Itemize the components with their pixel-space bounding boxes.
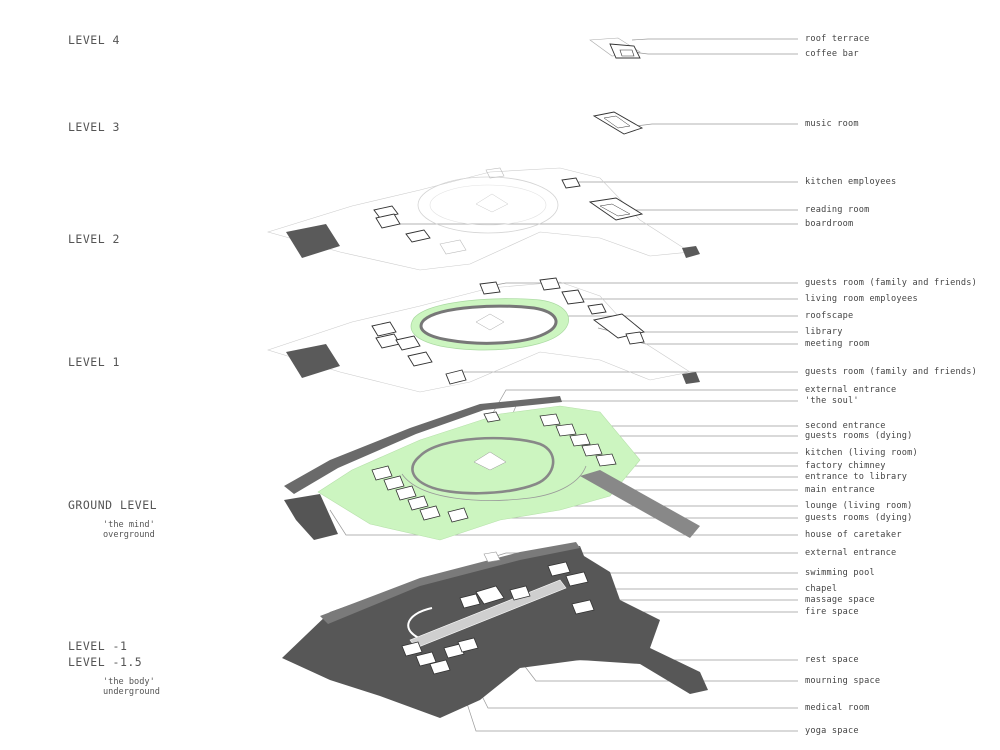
callout-label: chapel [805, 584, 838, 594]
callout-label: roofscape [805, 311, 854, 321]
leader-line [459, 681, 798, 732]
callout-label: guests rooms (dying) [805, 431, 913, 441]
callout-label: main entrance [805, 485, 875, 495]
ground-level-label: GROUND LEVEL [68, 498, 158, 512]
callout-label: massage space [805, 595, 875, 605]
callout-label: guests room (family and friends) [805, 278, 977, 288]
callout-label: coffee bar [805, 49, 859, 59]
callout-label: house of caretaker [805, 530, 902, 540]
callout-label: living room employees [805, 294, 918, 304]
plan-level-4 [589, 37, 641, 59]
leader-line [629, 339, 798, 345]
leader-line [631, 38, 798, 41]
callout-label: lounge (living room) [805, 501, 913, 511]
callout-label: external entrance [805, 548, 897, 558]
callout-label: kitchen employees [805, 177, 897, 187]
ground-level-subtitle-1: 'the mind' [103, 520, 155, 530]
callout-label: fire space [805, 607, 859, 617]
callout-label: kitchen (living room) [805, 448, 918, 458]
leader-line [329, 509, 798, 536]
callout-label: library [805, 327, 843, 337]
callout-label: entrance to library [805, 472, 908, 482]
level-1-label: LEVEL 1 [68, 355, 120, 369]
plan-level-2 [266, 167, 700, 271]
plan-ground-level [284, 396, 700, 541]
level-minus-1-5-label: LEVEL -1.5 [68, 655, 143, 669]
callout-label: swimming pool [805, 568, 875, 578]
plan-level-minus-1 [282, 542, 708, 718]
callout-label: external entrance [805, 385, 897, 395]
leader-line [635, 123, 798, 127]
underground-subtitle-2: underground [103, 687, 160, 697]
leader-line [489, 282, 798, 287]
callout-label: roof terrace [805, 34, 870, 44]
callout-label: medical room [805, 703, 870, 713]
callout-label: second entrance [805, 421, 886, 431]
leader-line [539, 313, 798, 317]
callout-label: boardroom [805, 219, 854, 229]
ground-level-subtitle-2: overground [103, 530, 155, 540]
leader-line [631, 51, 798, 55]
callout-label: factory chimney [805, 461, 886, 471]
callout-label: meeting room [805, 339, 870, 349]
level-3-label: LEVEL 3 [68, 120, 120, 134]
underground-subtitle-1: 'the body' [103, 677, 155, 687]
plan-level-1 [267, 277, 700, 393]
callout-label: rest space [805, 655, 859, 665]
plan-level-3 [592, 111, 644, 135]
callout-label: reading room [805, 205, 870, 215]
level-4-label: LEVEL 4 [68, 33, 120, 47]
callout-label: guests room (family and friends) [805, 367, 977, 377]
level-2-label: LEVEL 2 [68, 232, 120, 246]
level-minus-1-label: LEVEL -1 [68, 639, 128, 653]
callout-label: yoga space [805, 726, 859, 736]
callout-label: music room [805, 119, 859, 129]
callout-label: mourning space [805, 676, 881, 686]
callout-label: guests rooms (dying) [805, 513, 913, 523]
callout-label: 'the soul' [805, 396, 859, 406]
